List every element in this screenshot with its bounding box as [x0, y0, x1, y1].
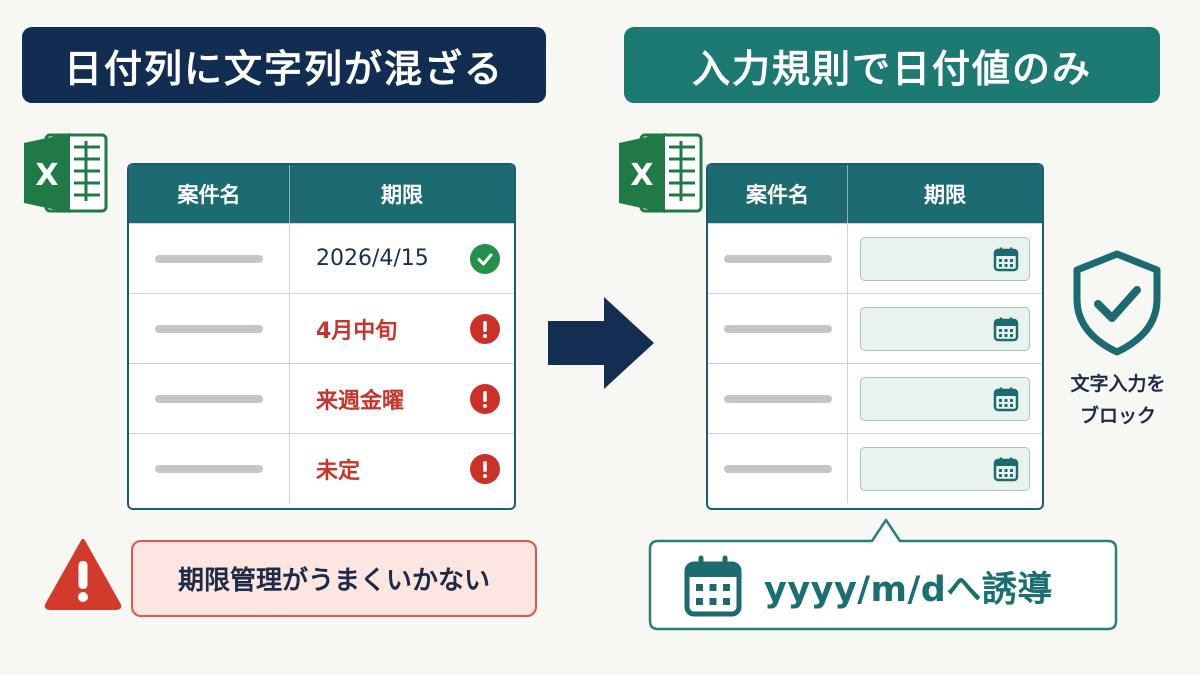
date-input-field[interactable]: [860, 376, 1030, 421]
right-banner-title: 入力規則で日付値のみ: [624, 27, 1160, 103]
svg-text:X: X: [35, 158, 58, 193]
deadline-value: 4月中旬: [316, 318, 398, 344]
calendar-icon[interactable]: [993, 316, 1019, 342]
project-name-placeholder: [155, 254, 263, 263]
column-header-project: 案件名: [708, 165, 848, 223]
column-header-deadline: 期限: [924, 183, 966, 207]
project-name-placeholder: [155, 464, 263, 473]
check-circle-icon: [470, 243, 500, 274]
project-name-placeholder: [723, 394, 832, 403]
table-row: 4月中旬: [129, 293, 514, 363]
deadline-value: 2026/4/15: [316, 246, 429, 271]
left-deadline-table: 案件名 期限 2026/4/15 4月中旬 来週金曜: [127, 163, 516, 510]
left-banner-title: 日付列に文字列が混ざる: [22, 27, 546, 103]
date-input-field[interactable]: [860, 446, 1030, 491]
calendar-icon[interactable]: [993, 246, 1019, 272]
project-name-placeholder: [155, 324, 263, 333]
exclamation-circle-icon: [470, 453, 500, 484]
date-format-guide: yyyy/m/dへ誘導: [764, 569, 1053, 610]
svg-text:X: X: [630, 158, 653, 193]
format-callout-bubble: [648, 518, 1118, 631]
excel-logo-icon: X: [24, 133, 108, 213]
column-header-deadline: 期限: [381, 183, 423, 207]
shield-caption-line2: ブロック: [1079, 405, 1156, 427]
table-row: 2026/4/15: [129, 223, 514, 293]
deadline-value: 未定: [316, 458, 361, 484]
table-row: 来週金曜: [129, 363, 514, 433]
project-name-placeholder: [723, 464, 832, 473]
callout-content: yyyy/m/dへ誘導: [684, 548, 1104, 624]
shield-check-icon: [1073, 250, 1161, 356]
calendar-icon[interactable]: [993, 456, 1019, 482]
warning-triangle-icon: [44, 539, 122, 610]
table-row: 未定: [129, 433, 514, 503]
calendar-icon[interactable]: [993, 386, 1019, 412]
warning-message: 期限管理がうまくいかない: [131, 540, 537, 617]
deadline-value: 来週金曜: [316, 388, 405, 414]
project-name-placeholder: [723, 254, 832, 263]
exclamation-circle-icon: [470, 313, 500, 344]
table-row: [708, 433, 1042, 503]
project-name-placeholder: [723, 324, 832, 333]
arrow-right-icon: [548, 297, 654, 389]
date-input-field[interactable]: [860, 236, 1030, 281]
column-header-project: 案件名: [129, 165, 290, 223]
table-row: [708, 293, 1042, 363]
table-row: [708, 223, 1042, 293]
right-deadline-table: 案件名 期限: [706, 163, 1044, 510]
excel-logo-icon: X: [619, 133, 703, 213]
shield-caption: 文字入力を ブロック: [1056, 368, 1180, 432]
calendar-icon: [684, 555, 742, 617]
table-row: [708, 363, 1042, 433]
shield-caption-line1: 文字入力を: [1070, 373, 1166, 395]
project-name-placeholder: [155, 394, 263, 403]
exclamation-circle-icon: [470, 383, 500, 414]
date-input-field[interactable]: [860, 306, 1030, 351]
